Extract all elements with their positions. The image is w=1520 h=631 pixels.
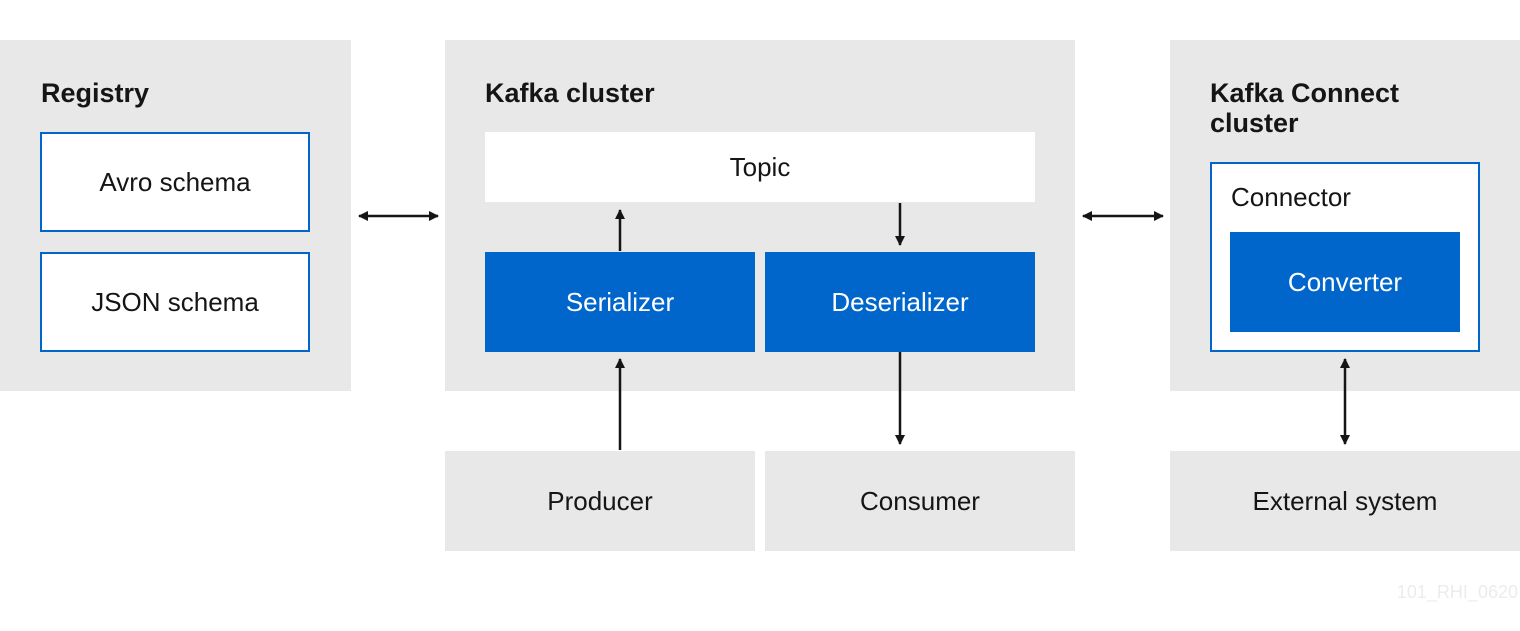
consumer-box: Consumer	[765, 451, 1075, 551]
converter-box: Converter	[1230, 232, 1460, 332]
serializer-box: Serializer	[485, 252, 755, 352]
producer-box: Producer	[445, 451, 755, 551]
deserializer-box: Deserializer	[765, 252, 1035, 352]
kafka-cluster-title: Kafka cluster	[485, 78, 655, 108]
registry-title: Registry	[41, 78, 150, 108]
json-schema-box: JSON schema	[40, 252, 310, 352]
connector-label: Connector	[1231, 182, 1351, 212]
figure-id-watermark: 101_RHI_0620	[1396, 582, 1518, 602]
avro-schema-box: Avro schema	[40, 132, 310, 232]
external-system-box: External system	[1170, 451, 1520, 551]
kafka-connect-title: Kafka Connect cluster	[1210, 78, 1400, 138]
topic-box: Topic	[485, 132, 1035, 202]
